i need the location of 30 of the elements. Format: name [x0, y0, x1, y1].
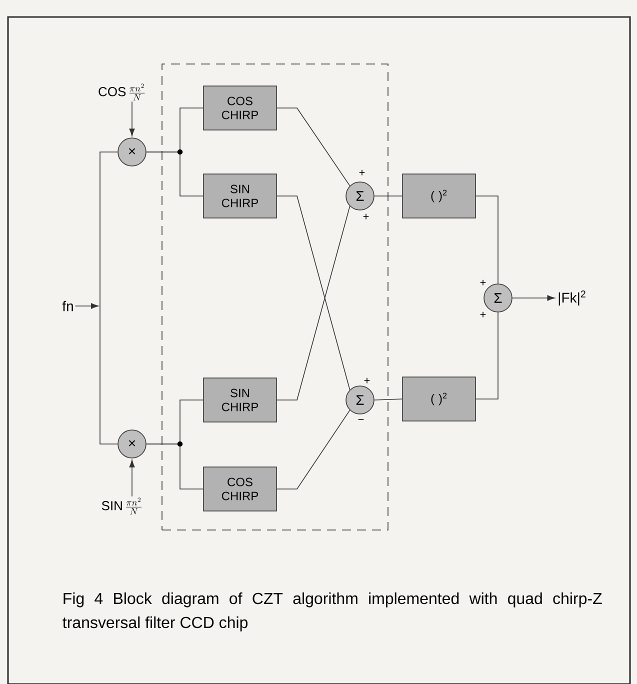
sign-label: − [358, 418, 364, 420]
process-box: COS CHIRP [203, 466, 277, 512]
connector [512, 295, 555, 301]
process-box: ( )$^{2}$ [402, 174, 476, 218]
chip-outline [162, 64, 388, 530]
sign-label: + [480, 280, 486, 286]
connector [146, 444, 204, 490]
connector [276, 108, 350, 186]
connector [146, 152, 204, 196]
connector [129, 460, 135, 497]
connector [100, 152, 118, 444]
signal-label: fn [62, 300, 73, 312]
connector [129, 101, 135, 136]
sign-label: + [359, 170, 365, 176]
connector [374, 398, 402, 400]
sign-label: + [363, 214, 369, 220]
process-box: ( )$^{2}$ [402, 376, 476, 422]
connector [476, 196, 498, 284]
sign-label: + [480, 312, 486, 318]
process-box: SIN CHIRP [203, 174, 277, 218]
signal-label: $\mathrm{SIN}\,\frac{\pi n^{2}}{N}$ [102, 498, 142, 514]
figure-caption: Fig 4 Block diagram of CZT algorithm implemented with quad chirp-Z transversal filter CCD chip [62, 592, 602, 632]
process-box: COS CHIRP [203, 86, 277, 130]
connector [276, 410, 350, 490]
connector [476, 312, 498, 400]
signal-label: $\mathrm{COS}\,\frac{\pi n^{2}}{N}$ [98, 84, 145, 100]
sign-label: + [364, 378, 370, 384]
connector [74, 303, 99, 309]
signal-label: |Fk|$^{2}$ [558, 290, 586, 306]
process-box: SIN CHIRP [203, 378, 277, 422]
